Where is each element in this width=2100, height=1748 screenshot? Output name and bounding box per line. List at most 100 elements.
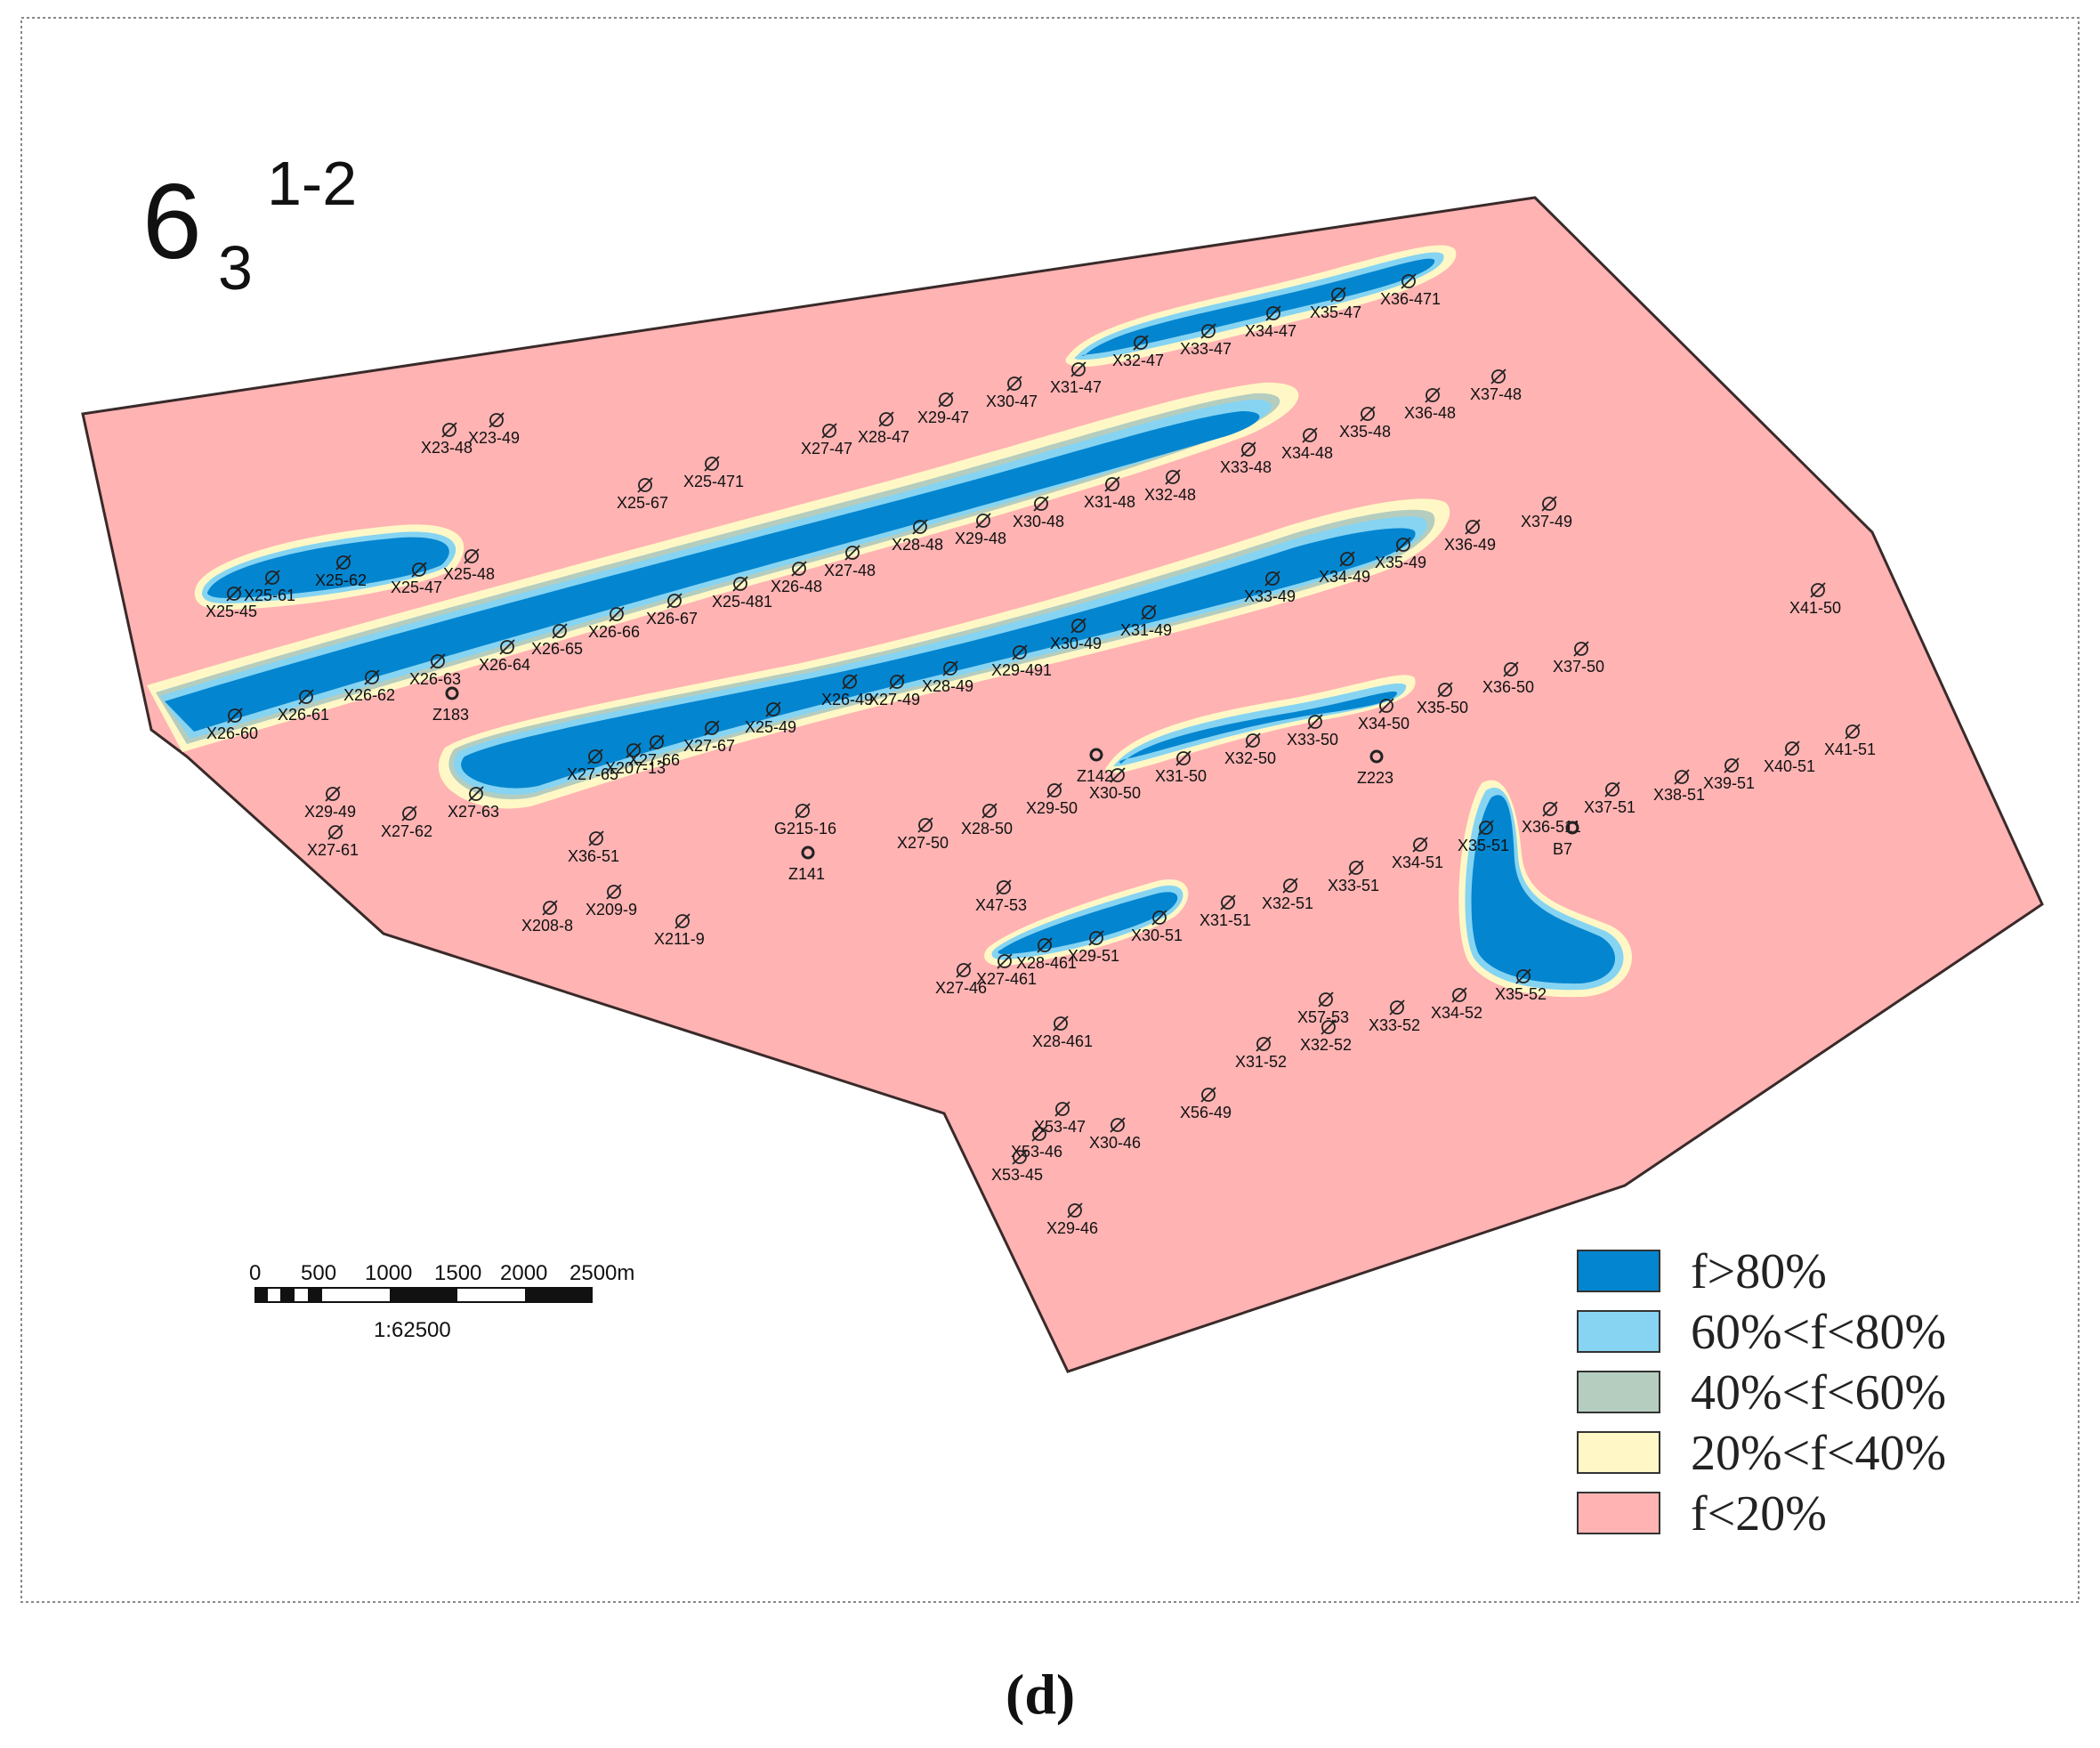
well: X36-471 <box>1380 273 1441 308</box>
well-label: X31-47 <box>1050 378 1102 396</box>
well: X28-48 <box>892 519 943 554</box>
well: X26-67 <box>646 593 698 627</box>
well: X35-50 <box>1417 682 1468 716</box>
well: X33-51 <box>1328 860 1379 894</box>
well-label: X26-64 <box>479 656 530 674</box>
well-label: X34-51 <box>1392 854 1443 871</box>
scale-tick-label: 1500 <box>434 1261 481 1285</box>
station-label: Z223 <box>1357 769 1393 787</box>
well: X207-13 <box>605 742 666 777</box>
well-label: X25-481 <box>712 593 772 611</box>
well: X209-9 <box>586 884 637 919</box>
legend-item: 20%<f<40% <box>1577 1426 1946 1481</box>
well-label: X25-471 <box>683 473 744 490</box>
well-label: X33-50 <box>1287 731 1338 749</box>
well-label: X36-49 <box>1444 536 1496 554</box>
well-label: X25-67 <box>617 494 668 512</box>
well: X29-46 <box>1046 1202 1098 1237</box>
well-label: X41-51 <box>1824 740 1876 758</box>
well-label: X28-50 <box>961 820 1013 838</box>
well: X31-47 <box>1050 361 1102 396</box>
well-label: X34-52 <box>1431 1004 1482 1022</box>
well: X29-49 <box>304 786 356 821</box>
well: X27-62 <box>381 805 432 840</box>
legend-swatch <box>1577 1250 1660 1292</box>
well-label: X27-67 <box>683 737 735 755</box>
well: X30-48 <box>1013 496 1064 530</box>
well: X29-51 <box>1068 930 1119 965</box>
well: X25-471 <box>683 456 744 490</box>
well-label: X32-52 <box>1300 1036 1352 1054</box>
well: X36-48 <box>1404 387 1456 422</box>
well: X32-48 <box>1144 469 1196 504</box>
well-label: X34-49 <box>1319 568 1370 586</box>
well-label: X31-48 <box>1084 493 1135 511</box>
well-label: X37-51 <box>1584 798 1636 816</box>
well: X27-50 <box>897 817 949 852</box>
well-label: X29-51 <box>1068 947 1119 965</box>
well-label: X31-49 <box>1120 621 1172 639</box>
well: X32-47 <box>1112 335 1164 369</box>
well: X30-51 <box>1131 910 1183 944</box>
scale-tick-label: 2000 <box>500 1261 547 1285</box>
well-label: X30-47 <box>986 392 1038 410</box>
well: X41-50 <box>1789 582 1841 617</box>
well-label: X56-49 <box>1180 1104 1232 1121</box>
well: X33-48 <box>1220 441 1272 476</box>
well: X28-461 <box>1032 1016 1093 1050</box>
well-label: X36-51 <box>568 847 619 865</box>
legend-label: 20%<f<40% <box>1691 1426 1946 1481</box>
well-label: X27-49 <box>868 691 920 708</box>
well-label: X28-461 <box>1032 1032 1093 1050</box>
well: X27-65 <box>567 749 618 783</box>
well: X37-48 <box>1470 368 1522 403</box>
well-label: X31-50 <box>1155 767 1207 785</box>
well: X29-48 <box>955 513 1006 547</box>
zone-band-top-right <box>1065 245 1457 367</box>
well-label: X53-46 <box>1011 1143 1062 1161</box>
well: X35-49 <box>1375 537 1426 571</box>
well-label: X37-50 <box>1553 658 1604 676</box>
fracture-zones <box>147 245 1632 998</box>
well-label: X26-60 <box>206 724 258 742</box>
well: X36-51 <box>568 830 619 865</box>
well: X28-50 <box>961 803 1013 838</box>
well-label: X30-51 <box>1131 927 1183 944</box>
well: X53-47 <box>1034 1101 1086 1136</box>
legend-label: f>80% <box>1691 1244 1827 1299</box>
well: X27-61 <box>307 824 359 859</box>
well: X33-49 <box>1244 571 1296 605</box>
well: X34-52 <box>1431 987 1482 1022</box>
legend-swatch <box>1577 1310 1660 1353</box>
well: X31-51 <box>1199 894 1251 929</box>
well-label: X27-48 <box>824 562 876 579</box>
well: X31-49 <box>1120 604 1172 639</box>
title-sub: 3 <box>218 233 253 303</box>
well-label: X31-52 <box>1235 1053 1287 1071</box>
well-label: X33-52 <box>1369 1016 1420 1034</box>
zone-band-mid-right <box>1105 675 1416 773</box>
legend: f>80%60%<f<80%40%<f<60%20%<f<40%f<20% <box>1577 1244 1946 1542</box>
well: G215-16 <box>774 803 836 838</box>
well: X36-49 <box>1444 519 1496 554</box>
station-label: Z141 <box>788 865 825 883</box>
wells-layer: X23-48X23-49X25-67X25-471X27-47X28-47X29… <box>206 273 1876 1237</box>
well-label: X29-48 <box>955 530 1006 547</box>
legend-item: 60%<f<80% <box>1577 1305 1946 1360</box>
well: X40-51 <box>1764 740 1815 775</box>
well-label: X33-48 <box>1220 458 1272 476</box>
well-label: X29-49 <box>304 803 356 821</box>
well-label: X35-52 <box>1495 985 1547 1003</box>
well: X26-61 <box>278 689 329 724</box>
well-label: X27-65 <box>567 765 618 783</box>
legend-item: f<20% <box>1577 1486 1827 1542</box>
well: X39-51 <box>1703 757 1755 792</box>
well-label: X32-50 <box>1224 749 1276 767</box>
map-title: 6 3 1-2 <box>142 149 357 303</box>
scale-tick-label: 0 <box>249 1261 261 1285</box>
well: X41-51 <box>1824 724 1876 758</box>
well: X30-47 <box>986 376 1038 410</box>
well-label: X26-66 <box>588 623 640 641</box>
well: X23-48 <box>421 422 472 457</box>
